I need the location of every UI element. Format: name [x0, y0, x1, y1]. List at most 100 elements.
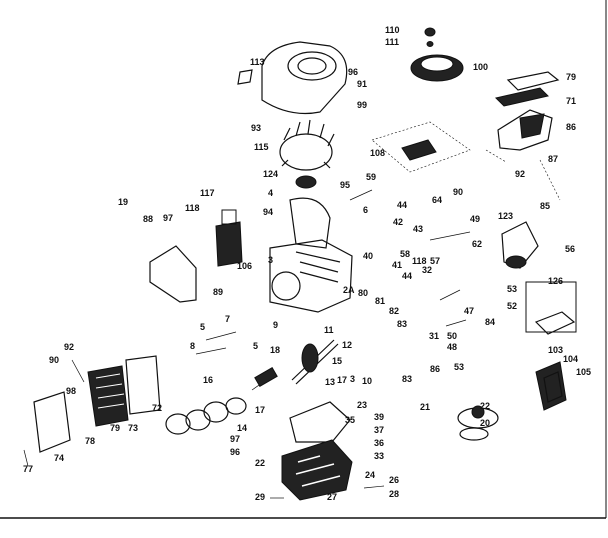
part-label-p10: 10 [362, 376, 372, 386]
valve-rings [165, 397, 247, 435]
part-label-p115: 115 [254, 142, 269, 152]
part-label-p41: 41 [392, 260, 402, 270]
part-label-p44b: 44 [402, 271, 412, 281]
part-label-p18: 18 [270, 345, 280, 355]
part-label-p104: 104 [563, 354, 578, 364]
carburetor [501, 221, 539, 269]
muffler [535, 361, 567, 411]
flywheel [279, 119, 335, 189]
part-label-p88: 88 [143, 214, 153, 224]
ignition-coil [215, 209, 243, 267]
blower-housing [237, 41, 348, 115]
part-label-p98: 98 [66, 386, 76, 396]
part-label-p95: 95 [340, 180, 350, 190]
part-label-p53a: 53 [507, 284, 517, 294]
part-label-p92: 92 [515, 169, 525, 179]
part-label-p48: 48 [447, 342, 457, 352]
part-label-p71: 71 [566, 96, 576, 106]
part-label-p7: 7 [225, 314, 230, 324]
head-gasket [125, 355, 161, 415]
mounting-bracket [149, 245, 197, 303]
part-label-p56: 56 [565, 244, 575, 254]
part-label-p124: 124 [263, 169, 278, 179]
part-label-p91: 91 [357, 79, 367, 89]
part-label-p17b: 17 [255, 405, 265, 415]
part-label-p105: 105 [576, 367, 591, 377]
part-label-p73: 73 [128, 423, 138, 433]
part-label-p6: 6 [363, 205, 368, 215]
part-label-p28: 28 [389, 489, 399, 499]
part-label-p3: 3 [268, 255, 273, 265]
part-label-p27: 27 [327, 492, 337, 502]
fuel-tank-parts [495, 71, 560, 151]
part-label-p99: 99 [357, 100, 367, 110]
part-label-p47: 47 [464, 306, 474, 316]
part-label-p4: 4 [268, 188, 273, 198]
part-label-p21: 21 [420, 402, 430, 412]
gasket [525, 281, 577, 335]
part-label-p74: 74 [54, 453, 64, 463]
part-label-p17a: 17 [337, 375, 347, 385]
part-label-p29: 29 [255, 492, 265, 502]
part-label-p97a: 97 [163, 213, 173, 223]
part-label-p26: 26 [389, 475, 399, 485]
part-label-p22b: 22 [255, 458, 265, 468]
part-label-p72: 72 [152, 403, 162, 413]
part-label-p9: 9 [273, 320, 278, 330]
part-label-p44: 44 [397, 200, 407, 210]
part-label-p96a: 96 [348, 67, 358, 77]
part-label-p81: 81 [375, 296, 385, 306]
part-label-p53b: 53 [454, 362, 464, 372]
part-label-p23: 23 [357, 400, 367, 410]
part-label-p82: 82 [389, 306, 399, 316]
part-label-p40: 40 [363, 251, 373, 261]
part-label-p126: 126 [548, 276, 563, 286]
part-label-p13: 13 [325, 377, 335, 387]
part-label-p85: 85 [540, 201, 550, 211]
callout-labels: 1101111001139691999379718687921151081249… [23, 25, 591, 502]
part-label-p22: 22 [480, 401, 490, 411]
engine-block [269, 197, 353, 313]
part-label-p97b: 97 [230, 434, 240, 444]
part-label-p49: 49 [470, 214, 480, 224]
part-label-p103: 103 [548, 345, 563, 355]
starter-pulley [410, 27, 464, 82]
part-label-p92b: 92 [64, 342, 74, 352]
part-label-p78: 78 [85, 436, 95, 446]
part-label-p96b: 96 [230, 447, 240, 457]
part-label-p11: 11 [324, 325, 334, 335]
part-label-p83b: 83 [402, 374, 412, 384]
part-label-p58: 58 [400, 249, 410, 259]
part-label-p90: 90 [453, 187, 463, 197]
part-label-p24: 24 [365, 470, 375, 480]
part-label-p93: 93 [251, 123, 261, 133]
governor [457, 405, 499, 441]
part-label-p35: 35 [345, 415, 355, 425]
part-label-p42: 42 [393, 217, 403, 227]
cylinder-head [87, 365, 129, 427]
part-label-p86b: 86 [430, 364, 440, 374]
part-label-p90b: 90 [49, 355, 59, 365]
part-label-p94: 94 [263, 207, 273, 217]
part-label-p100: 100 [473, 62, 488, 72]
part-label-p64: 64 [432, 195, 442, 205]
part-label-p86: 86 [566, 122, 576, 132]
part-label-p62: 62 [472, 239, 482, 249]
part-label-p59: 59 [366, 172, 376, 182]
part-label-p113: 113 [250, 57, 265, 67]
part-label-p83a: 83 [397, 319, 407, 329]
part-label-p57: 57 [430, 256, 440, 266]
part-label-p31: 31 [429, 331, 439, 341]
part-label-p15: 15 [332, 356, 342, 366]
part-label-p108: 108 [370, 148, 385, 158]
part-label-p33: 33 [374, 451, 384, 461]
part-label-p50: 50 [447, 331, 457, 341]
part-label-p79b: 79 [110, 423, 120, 433]
part-label-p5b: 5 [253, 341, 258, 351]
part-label-p20a: 20 [480, 418, 490, 428]
part-label-p3b: 3 [350, 374, 355, 384]
part-label-p118: 118 [185, 203, 200, 213]
part-label-p19: 19 [118, 197, 128, 207]
